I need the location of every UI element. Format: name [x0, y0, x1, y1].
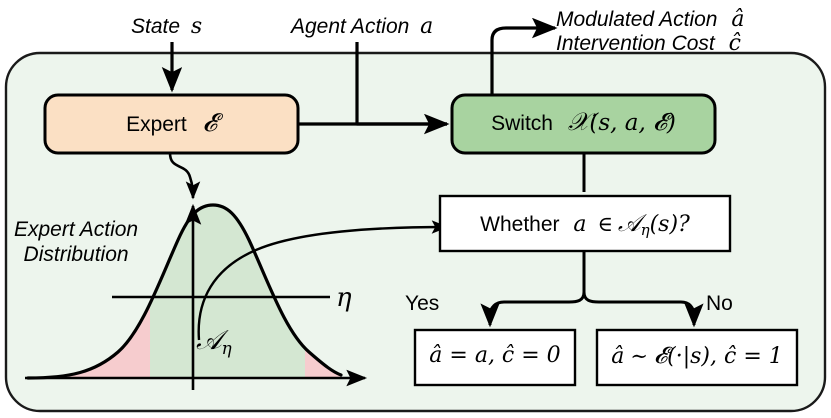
distribution-caption-line1: Expert Action	[14, 218, 139, 241]
agent-action-to-switch-arrow	[355, 42, 447, 126]
switch-symbol: 𝒳	[567, 107, 590, 136]
element-of-icon: ∈	[597, 212, 613, 236]
distribution-caption-line2: Distribution	[23, 242, 129, 266]
no-branch-arrow	[582, 291, 704, 328]
agent-action-input-text: Agent Action	[291, 15, 410, 38]
expert-box-label: Expert 𝓔	[45, 110, 298, 135]
yes-branch-arrow	[480, 291, 586, 328]
distributed-as-icon: ∼	[630, 344, 648, 368]
intervention-cost-text: Intervention Cost	[556, 32, 715, 55]
intervention-cost-output-label: Intervention Cost ĉ	[556, 31, 741, 56]
expert-symbol: 𝓔	[202, 108, 217, 137]
no-result-expert-symbol: 𝓔	[653, 343, 668, 369]
intervention-cost-symbol: ĉ	[728, 31, 741, 56]
state-input-label: State s	[131, 14, 202, 39]
modulated-action-output-label: Modulated Action â	[556, 7, 744, 32]
yes-edge-label: Yes	[405, 292, 440, 315]
switch-output-arrow	[490, 17, 558, 95]
yes-result-expr: â = a, ĉ = 0	[429, 343, 561, 368]
switch-label-text: Switch	[491, 112, 553, 135]
expert-label-text: Expert	[126, 113, 187, 136]
switch-box-label: Switch 𝒳(s, a, 𝓔)	[491, 107, 676, 136]
a-eta-callout-arrow	[197, 220, 449, 341]
yes-result-label: â = a, ĉ = 0	[415, 345, 575, 367]
agent-action-input-label: Agent Action a	[291, 14, 433, 39]
accepted-set-symbol: 𝒜	[617, 209, 641, 237]
accepted-set-label: 𝒜η	[196, 325, 232, 359]
modulated-action-symbol: â	[731, 7, 745, 32]
expert-to-distribution-arrow	[168, 152, 201, 200]
eta-label: η	[336, 283, 352, 313]
condition-box-label: Whether a ∈𝒜η(s)?	[440, 211, 730, 238]
no-edge-label: No	[706, 292, 733, 315]
accepted-set-label-symbol: 𝒜	[196, 325, 222, 356]
condition-state-arg: (s)?	[649, 212, 690, 237]
yes-result-box[interactable]	[413, 328, 577, 387]
no-result-box[interactable]	[595, 328, 799, 387]
density-curve	[26, 203, 343, 380]
modulated-action-text: Modulated Action	[556, 8, 718, 31]
condition-prefix: Whether	[480, 213, 560, 236]
no-result-label: â∼𝓔(·|s), ĉ = 1	[597, 345, 797, 368]
state-input-symbol: s	[190, 14, 203, 39]
condition-action-symbol: a	[573, 212, 587, 237]
distribution-caption: Expert Action Distribution	[14, 218, 138, 268]
no-result-hat-a: â	[611, 344, 625, 369]
agent-action-input-symbol: a	[420, 14, 434, 39]
state-input-text: State	[131, 15, 181, 38]
accepted-set-label-subscript: η	[221, 339, 232, 360]
condition-box[interactable]	[438, 194, 732, 253]
accepted-set-subscript: η	[640, 221, 650, 240]
no-result-args: (·|s), ĉ = 1	[667, 344, 783, 369]
